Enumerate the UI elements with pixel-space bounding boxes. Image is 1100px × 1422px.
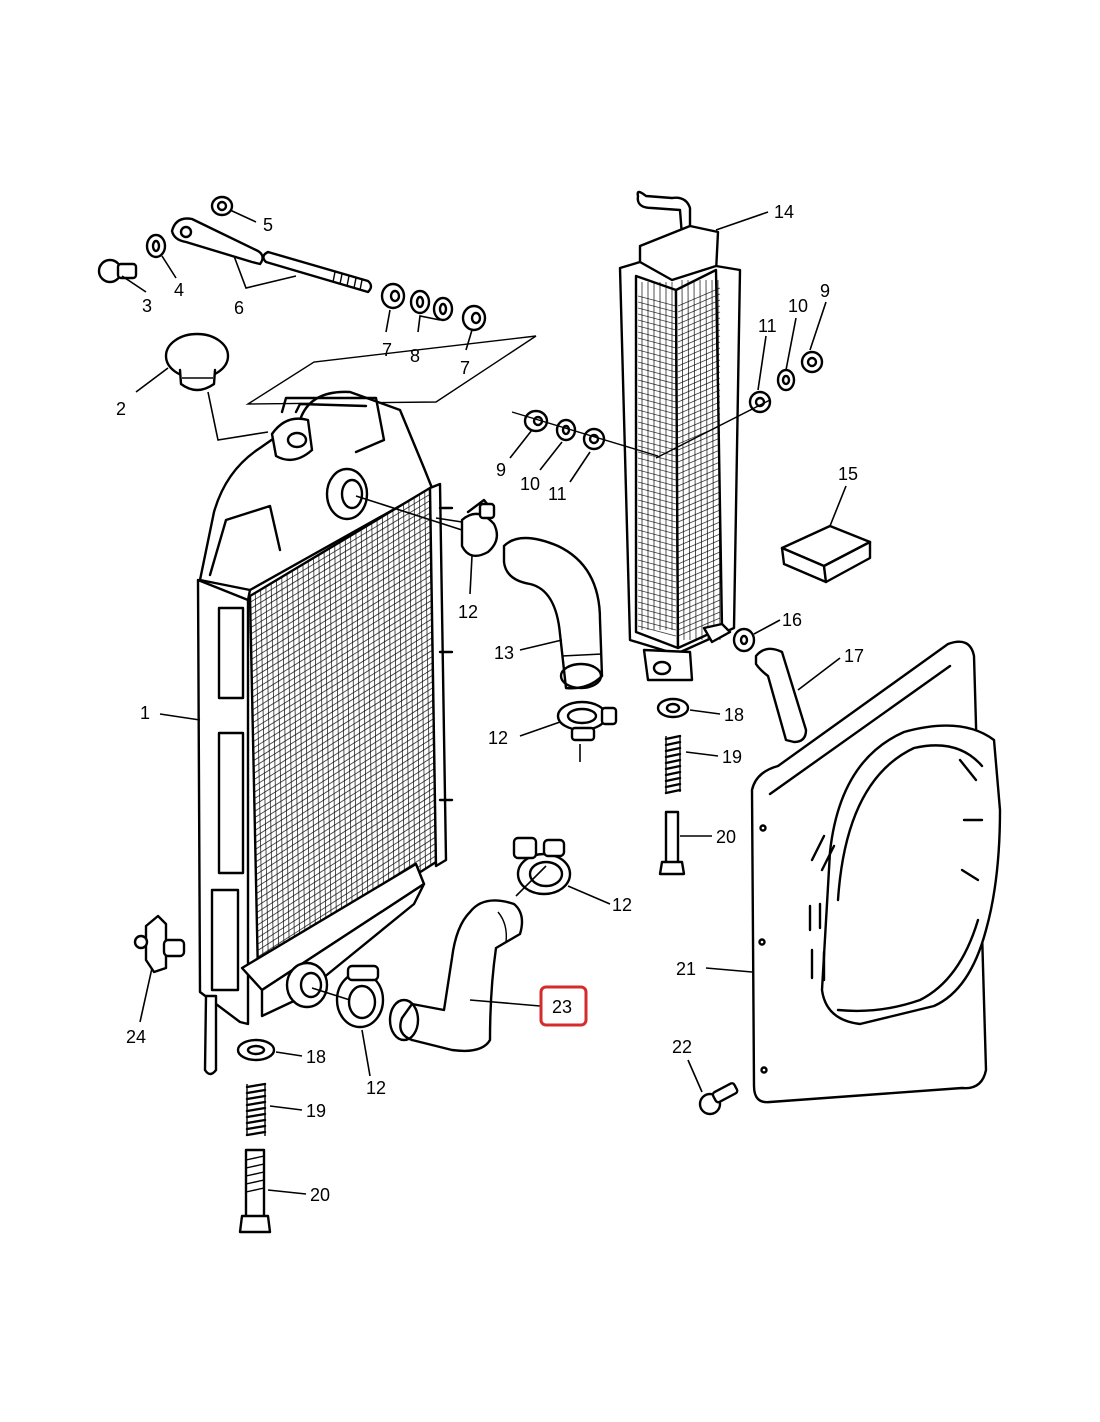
callout-9-middle: 9 — [496, 460, 506, 480]
callout-6: 6 — [234, 298, 244, 318]
cowl-slots — [808, 758, 984, 982]
threaded-rod-6-icon — [262, 250, 373, 294]
nut-7-icon — [380, 282, 406, 310]
stay-bracket-icon — [170, 217, 264, 266]
callout-labels: 1 2 3 4 5 6 7 8 7 9 10 11 9 10 11 12 13 … — [116, 202, 864, 1205]
oil-cooler-icon — [618, 190, 742, 682]
callout-18-upper: 18 — [724, 705, 744, 725]
callout-13: 13 — [494, 643, 514, 663]
callout-11-right: 11 — [758, 316, 777, 336]
callout-3: 3 — [142, 296, 152, 316]
callout-7b: 7 — [460, 358, 470, 378]
drain-tap-icon — [133, 914, 186, 974]
washer-4-icon — [145, 233, 167, 259]
callout-17: 17 — [844, 646, 864, 666]
callout-5: 5 — [263, 215, 273, 235]
callout-10-right: 10 — [788, 296, 808, 316]
callout-12-b: 12 — [488, 728, 508, 748]
main-radiator-icon — [196, 390, 454, 1076]
cooler-mount-set — [656, 697, 690, 876]
callout-19-lower: 19 — [306, 1101, 326, 1121]
callout-22: 22 — [672, 1037, 692, 1057]
radiator-cap-icon — [164, 332, 230, 392]
callout-21: 21 — [676, 959, 696, 979]
callout-7: 7 — [382, 340, 392, 360]
hose-clip-12-top-icon — [512, 836, 572, 896]
washer-8b-icon — [432, 296, 454, 322]
callout-20-upper: 20 — [716, 827, 736, 847]
callout-12-c: 12 — [612, 895, 632, 915]
radiator-stay-assembly — [97, 195, 537, 405]
callout-11-middle: 11 — [548, 484, 567, 504]
callout-4: 4 — [174, 280, 184, 300]
mounting-stud-icon — [438, 506, 454, 802]
fastener-set-middle — [511, 409, 659, 457]
callout-18-lower: 18 — [306, 1047, 326, 1067]
callout-2: 2 — [116, 399, 126, 419]
callout-1: 1 — [140, 703, 150, 723]
callout-23-highlight-box — [539, 985, 588, 1027]
radiator-core-mesh — [249, 491, 437, 973]
breather-hose-17-icon — [754, 647, 808, 744]
bolt-20-lower-icon — [238, 1148, 272, 1234]
callout-12-d: 12 — [366, 1078, 386, 1098]
nut-5-icon — [210, 195, 234, 217]
hose-clip-12-lower-icon — [556, 700, 618, 742]
bolt-3-icon — [97, 258, 138, 284]
lower-hose-assembly — [335, 836, 572, 1053]
spring-19-upper-icon — [664, 734, 682, 795]
callout-8: 8 — [410, 346, 420, 366]
bolt-22-icon — [698, 1082, 739, 1116]
washer-8-icon — [409, 289, 431, 315]
oil-cooler-core-mesh — [637, 279, 721, 641]
callout-24: 24 — [126, 1027, 146, 1047]
upper-hose-assembly — [460, 498, 618, 742]
upper-hose-icon — [502, 536, 604, 690]
callout-20-lower: 20 — [310, 1185, 330, 1205]
bolt-thread — [245, 1155, 265, 1193]
foam-pad-icon — [780, 524, 872, 584]
callout-23: 23 — [552, 997, 572, 1017]
bolt-20-upper-icon — [658, 810, 686, 876]
leader-lines — [121, 209, 847, 1195]
hose-clip-12-upper-icon — [460, 498, 499, 558]
fan-cowl-icon — [750, 640, 1002, 1104]
radiator-mount-set — [236, 1038, 276, 1234]
lower-hose-23-icon — [388, 899, 524, 1053]
callout-14: 14 — [774, 202, 794, 222]
hose-clip-12-bottom-icon — [335, 964, 385, 1029]
highlighted-callout-23[interactable]: 23 — [539, 985, 588, 1027]
callout-15: 15 — [838, 464, 858, 484]
callout-12-a: 12 — [458, 602, 478, 622]
spring-19-lower-icon — [245, 1082, 267, 1137]
callout-19-upper: 19 — [722, 747, 742, 767]
nut-7b-icon — [461, 304, 487, 332]
callout-10-middle: 10 — [520, 474, 540, 494]
union-16-icon — [732, 627, 756, 653]
callout-9-right: 9 — [820, 281, 830, 301]
callout-16: 16 — [782, 610, 802, 630]
